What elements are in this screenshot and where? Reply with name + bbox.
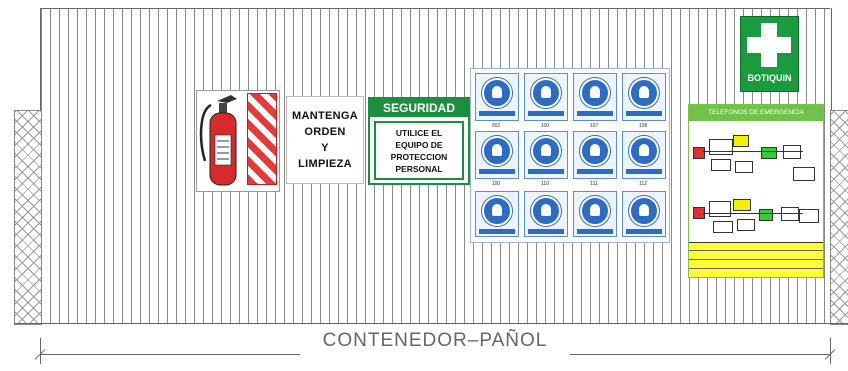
container-title: CONTENEDOR–PAÑOL [150, 330, 720, 352]
flow-connector [703, 213, 803, 214]
seguridad-line-1: UTILICE EL [395, 127, 443, 138]
ppe-sign-code: 100 [491, 181, 501, 187]
ppe-sign-code: 111 [590, 181, 598, 187]
ppe-mandatory-icon [629, 196, 659, 226]
ppe-caption-bar [577, 111, 613, 116]
safety-ppe-sign: SEGURIDAD UTILICE EL EQUIPO DE PROTECCIO… [368, 97, 470, 185]
telefonos-header: TELEFONOS DE EMERGENCIA [689, 105, 823, 121]
seguridad-line-4: PERSONAL [395, 163, 443, 174]
mantenga-line-3: Y [321, 142, 329, 154]
flow-node-green [759, 209, 773, 221]
ppe-caption-bar [528, 229, 564, 234]
ppe-mandatory-icon [482, 196, 512, 226]
telefonos-footer-table [689, 242, 823, 277]
ppe-mandatory-icon [580, 196, 610, 226]
mantenga-line-1: MANTENGA [292, 110, 358, 122]
hazard-stripes [247, 93, 277, 185]
ppe-mandatory-icon [531, 78, 561, 108]
ppe-sign-code: 100 [540, 123, 550, 129]
seguridad-body: UTILICE EL EQUIPO DE PROTECCION PERSONAL [374, 121, 464, 180]
ppe-sign-code: 107 [589, 123, 599, 129]
botiquin-label: BOTIQUIN [747, 73, 792, 83]
ppe-caption-bar [479, 169, 515, 174]
ppe-caption-bar [577, 229, 613, 234]
seguridad-line-2: EQUIPO DE [395, 139, 443, 150]
ppe-signs-board: 902 100 107 108 100 110 111 112 [470, 68, 670, 243]
ppe-sign [475, 131, 519, 179]
ppe-sign [573, 131, 617, 179]
ppe-mandatory-icon [482, 78, 512, 108]
ppe-sign-code: 108 [638, 123, 648, 129]
ppe-sign-code: 112 [639, 181, 647, 187]
ppe-sign [573, 73, 617, 121]
ppe-caption-bar [479, 229, 515, 234]
flow-node [735, 161, 753, 173]
ppe-mandatory-icon [531, 196, 561, 226]
ppe-sign [622, 191, 666, 237]
ppe-caption-bar [626, 169, 662, 174]
ppe-mandatory-icon [580, 78, 610, 108]
ppe-sign [573, 191, 617, 237]
ppe-sign [524, 73, 568, 121]
left-hatched-panel [14, 110, 42, 325]
first-aid-kit-sign: BOTIQUIN [740, 16, 799, 92]
flow-node-yellow [733, 199, 751, 211]
ppe-mandatory-icon [629, 78, 659, 108]
ppe-sign-code: 110 [541, 181, 549, 187]
emergency-phones-board: TELEFONOS DE EMERGENCIA [688, 104, 824, 278]
ppe-caption-bar [626, 111, 662, 116]
seguridad-line-3: PROTECCION [390, 151, 448, 162]
dimension-tick-left [40, 338, 41, 364]
flow-node [711, 159, 731, 171]
ppe-sign [475, 191, 519, 237]
ppe-caption-bar [577, 169, 613, 174]
seguridad-header: SEGURIDAD [370, 99, 468, 117]
mantenga-line-4: LIMPIEZA [298, 158, 352, 170]
ppe-sign [622, 73, 666, 121]
ppe-caption-bar [528, 169, 564, 174]
ppe-sign [524, 131, 568, 179]
fire-extinguisher-sign [196, 90, 280, 192]
flow-node-yellow [733, 135, 749, 147]
ppe-mandatory-icon [629, 136, 659, 166]
flow-node [799, 209, 819, 223]
flow-connector [703, 151, 803, 152]
first-aid-cross-bar [747, 37, 791, 53]
flow-node [709, 201, 731, 217]
fire-extinguisher-icon [199, 95, 237, 186]
flow-node [737, 219, 755, 231]
ppe-mandatory-icon [482, 136, 512, 166]
ppe-mandatory-icon [531, 136, 561, 166]
right-hatched-panel [830, 110, 848, 325]
ppe-caption-bar [626, 229, 662, 234]
mantenga-line-2: ORDEN [304, 126, 346, 138]
flow-node [713, 221, 733, 233]
ppe-sign [524, 191, 568, 237]
ppe-sign [622, 131, 666, 179]
ppe-sign [475, 73, 519, 121]
flow-node-green [761, 147, 777, 159]
ground-line [14, 323, 848, 324]
flow-node [709, 139, 733, 155]
ppe-sign-code: 902 [491, 123, 501, 129]
dimension-tick-right [830, 338, 831, 364]
order-cleanliness-sign: MANTENGA ORDEN Y LIMPIEZA [286, 96, 364, 184]
flow-node [793, 167, 815, 181]
ppe-caption-bar [479, 111, 515, 116]
flow-node [783, 145, 801, 159]
ppe-mandatory-icon [580, 136, 610, 166]
ppe-caption-bar [528, 111, 564, 116]
flow-node [781, 207, 799, 221]
flow-node-red [693, 147, 705, 159]
roof-line [40, 8, 830, 9]
